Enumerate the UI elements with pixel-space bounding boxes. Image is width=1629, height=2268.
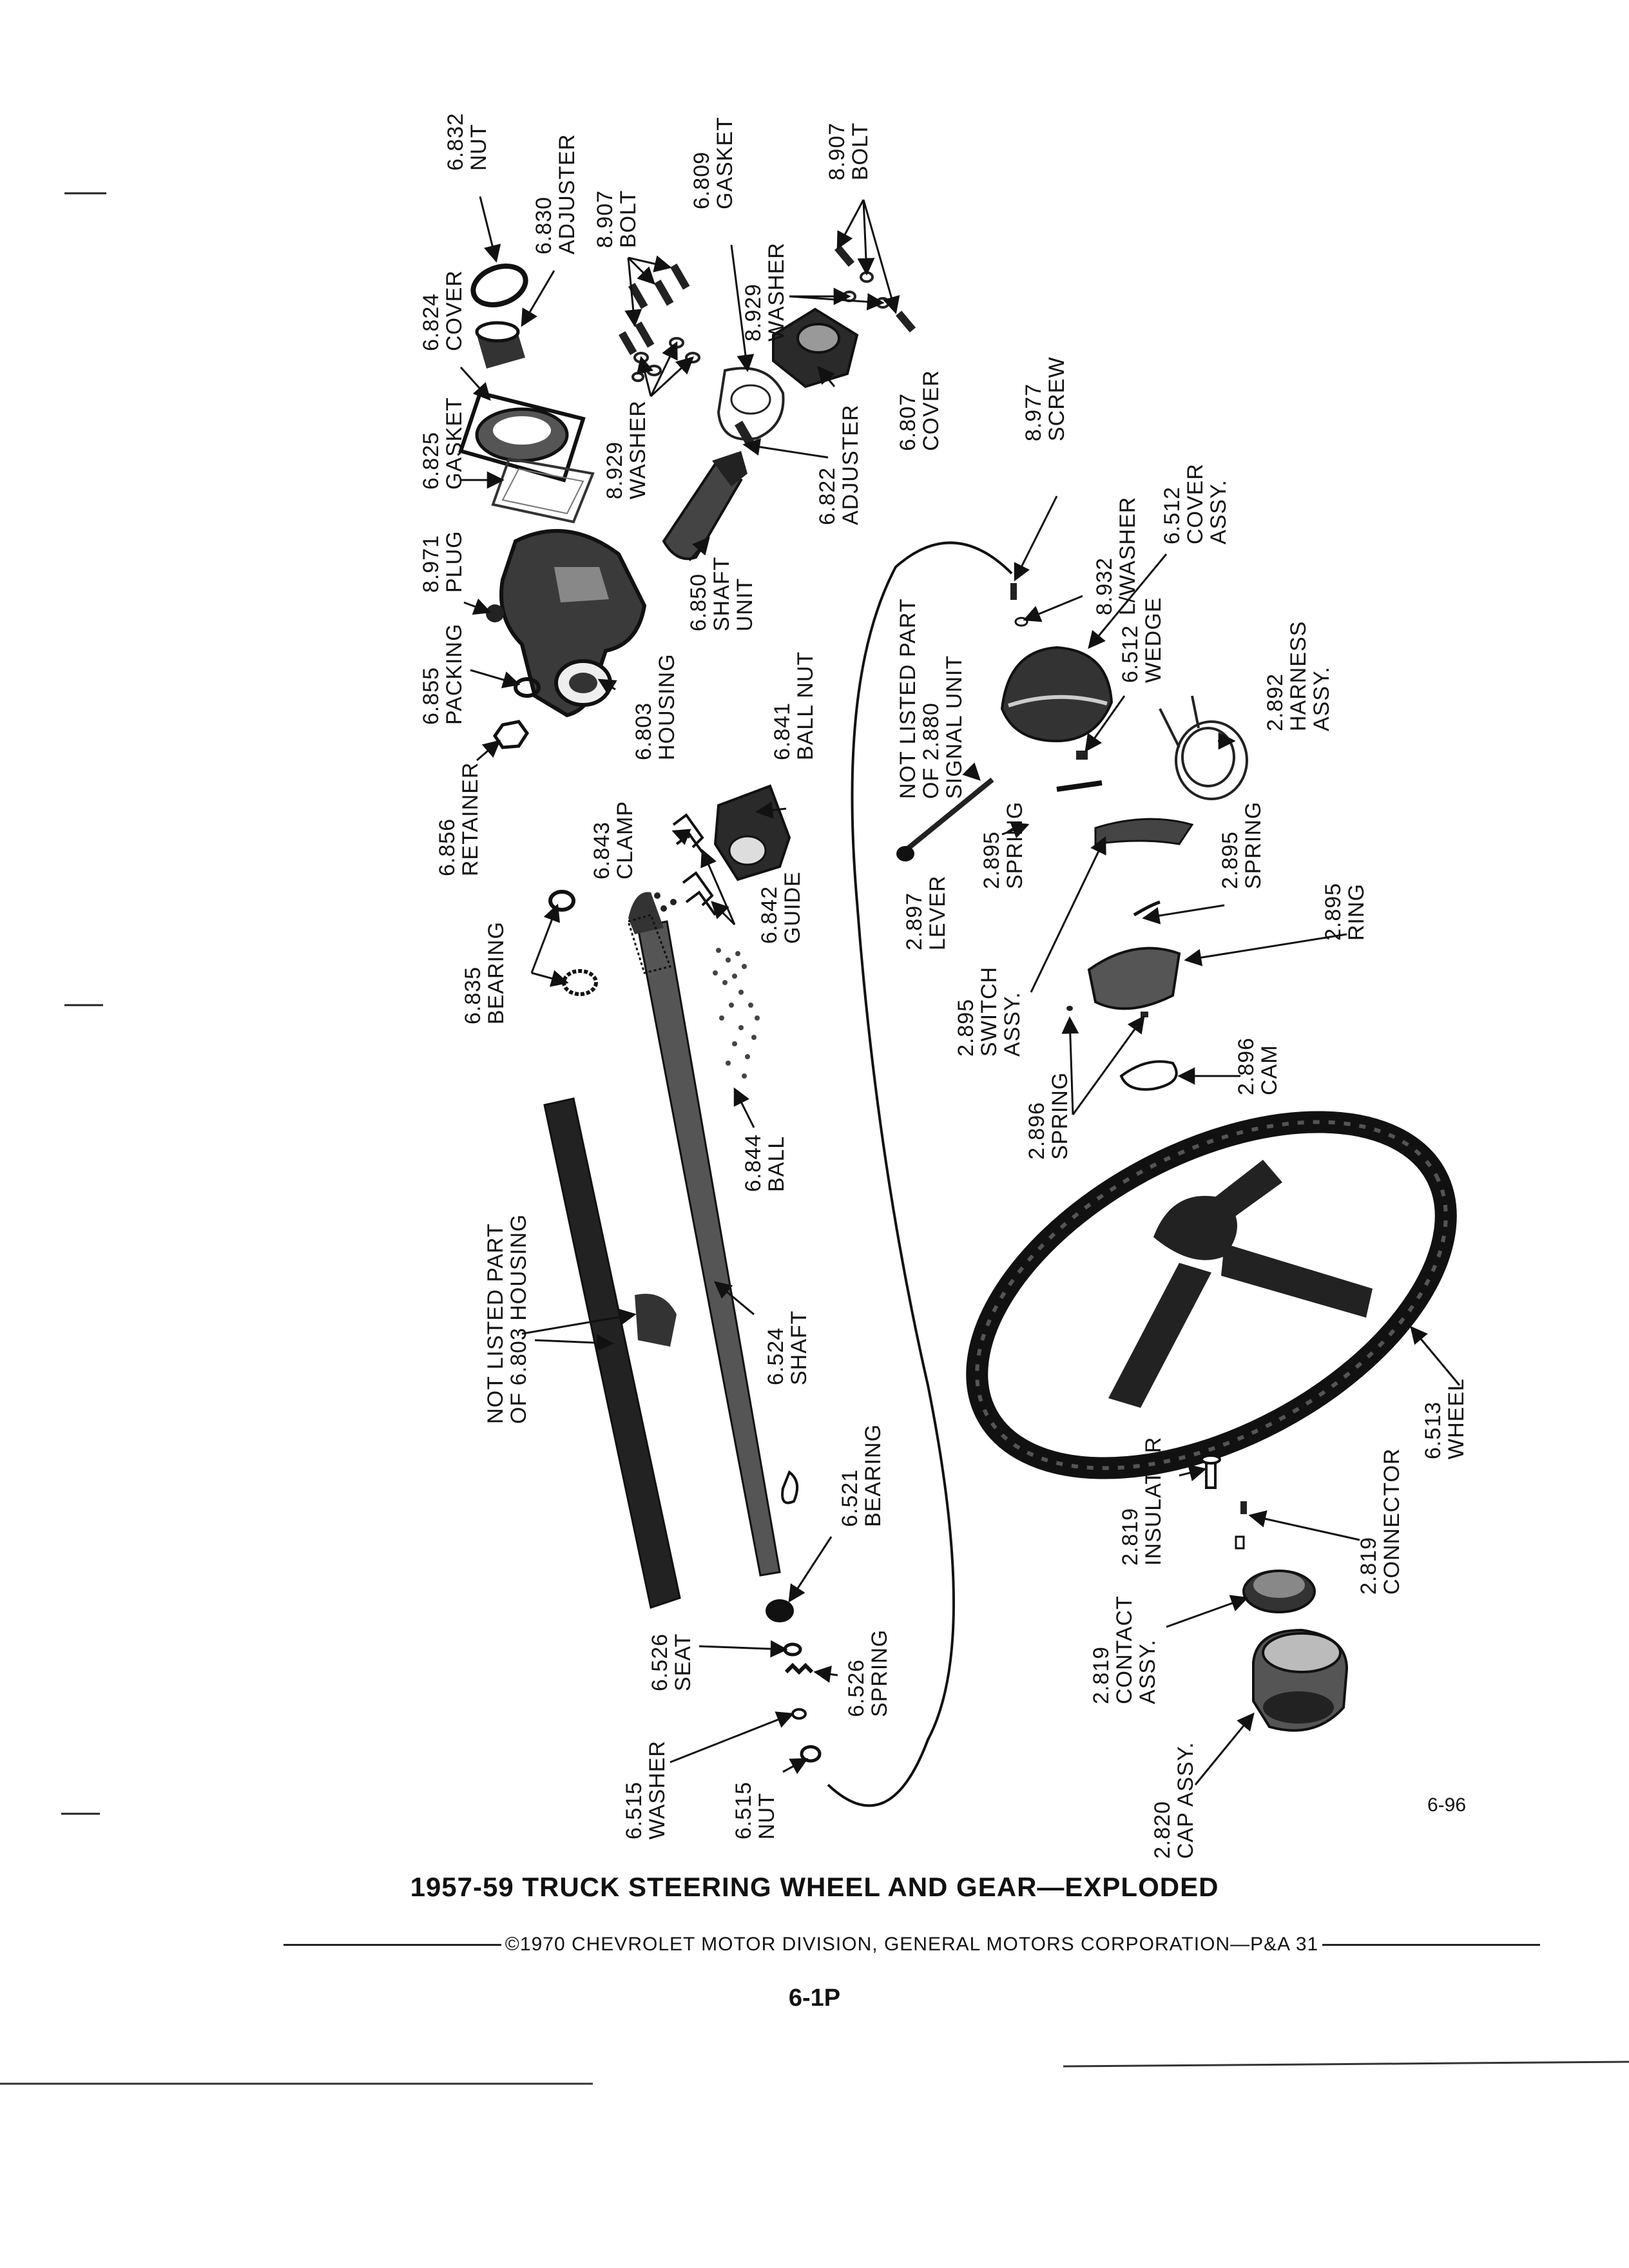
shaft-unit-6-850 [662,451,747,561]
part-label: NOT LISTED PARTOF 2.880SIGNAL UNIT [896,598,967,799]
shaft-6-524 [627,892,781,1577]
harness-assy-2-892 [1159,695,1248,800]
part-label: 6.856RETAINER [435,762,483,876]
spring-2-896 [1066,1006,1148,1017]
screw-8-977 [1010,583,1017,600]
part-label: 2.896SPRING [1025,1072,1072,1160]
nut-6-832 [470,264,528,307]
adjuster-6-830 [475,321,525,369]
figure-number: 6-96 [1427,1794,1467,1816]
part-label: 6.843CLAMP [590,801,637,879]
wedge-6-512 [1076,751,1088,760]
part-label: 2.820CAP ASSY. [1150,1742,1198,1859]
cap-assy-2-820 [1252,1628,1349,1732]
part-label: 6.830ADJUSTER [532,134,579,255]
part-label: 6.855PACKING [419,623,467,725]
part-label: 6.521BEARING [838,1424,885,1527]
part-label: 6.825GASKET [419,397,467,490]
part-label: 2.897LEVER [902,876,950,951]
plug-8-971 [486,604,504,622]
ball-nut-6-841 [713,784,791,881]
cam-2-896 [1119,1060,1178,1091]
part-label: 8.907BOLT [825,122,872,180]
housing-6-803 [499,529,647,718]
spring-6-526 [784,1662,814,1675]
seat-6-526 [783,1642,802,1657]
balls-6-844 [713,948,760,1079]
part-label: 8.929WASHER [741,242,789,341]
rule-right [1322,1943,1540,1946]
part-label: 6.850SHAFTUNIT [686,557,757,631]
part-label: 8.929WASHER [602,400,650,499]
part-label: 8.977SCREW [1021,356,1069,441]
bolts-8-907-right [834,245,916,333]
cover-6-824 [458,390,586,483]
copyright-line: ©1970 CHEVROLET MOTOR DIVISION, GENERAL … [284,1932,1540,1957]
insulator-2-819 [1200,1454,1221,1489]
ring-2-895 [1087,900,1181,1010]
cover-assy-6-512 [1000,646,1113,743]
part-label: 6.844BALL [741,1134,789,1192]
part-label: 6.512COVERASSY. [1160,463,1231,544]
part-label: 6.512WEDGE [1118,597,1166,683]
leader-arrows [459,196,1461,1785]
rule-left [284,1943,501,1946]
part-label: 6.835BEARING [461,921,508,1024]
nut-6-515 [800,1745,822,1763]
part-label: 6.803HOUSING [631,653,679,760]
figure-title: 1957-59 TRUCK STEERING WHEEL AND GEAR—EX… [410,1872,1219,1902]
part-label: 6.515WASHER [622,1740,670,1840]
part-label: 2.895SPRING [979,802,1027,889]
contact-assy-2-819 [1242,1570,1316,1613]
part-label: 6.809GASKET [689,117,737,209]
part-label: 2.895RING [1321,883,1369,941]
spring-2-895-a [1056,780,1103,792]
part-labels: 6.832NUT 6.830ADJUSTER 6.824COVER 6.825G… [419,113,1469,1859]
part-label: 6.824COVER [419,270,467,351]
part-label: 2.892HARNESSASSY. [1263,621,1334,731]
part-label: 6.515NUT [731,1782,779,1840]
adjuster-6-822 [735,421,756,448]
part-label: 2.896CAM [1234,1037,1282,1095]
connector-2-819 [1235,1501,1247,1550]
bottom-rule-right [1063,2061,1629,2068]
part-label: 6.832NUT [443,113,491,171]
part-label: 6.524SHAFT [764,1311,811,1385]
part-label: 2.819CONNECTOR [1356,1448,1404,1595]
part-label: 6.807COVER [896,370,943,451]
copyright-text: ©1970 CHEVROLET MOTOR DIVISION, GENERAL … [505,1934,1319,1955]
washer-6-515 [791,1708,807,1720]
part-label: 2.819CONTACTASSY. [1089,1595,1160,1704]
tube-not-listed-6-803 [543,1097,681,1609]
bolts-8-907-left [618,263,690,356]
part-label: 6.842GUIDE [757,871,805,944]
signal-wire [827,541,1013,1807]
part-label: 6.513WHEEL [1421,1378,1469,1459]
part-label: 6.841BALL NUT [770,651,818,760]
gasket-6-809 [717,367,785,441]
switch-assy-2-895 [1094,818,1194,845]
lever-2-897 [896,777,994,861]
part-label: 8.971PLUG [419,530,467,593]
part-label: 6.526SEAT [648,1633,695,1691]
cover-6-807 [772,307,859,389]
part-label: 2.895SPRING [1218,802,1266,889]
margin-marks [61,192,106,1815]
bearing-6-521 [766,1470,799,1622]
part-label: 2.895SWITCHASSY. [954,966,1025,1057]
wheel-6-513 [966,1111,1457,1479]
part-label: 2.819INSULATOR [1118,1437,1166,1566]
part-label: 6.822ADJUSTER [815,405,863,525]
part-label: 8.932L/WASHER [1092,497,1140,615]
retainer-6-856 [492,720,530,749]
part-label: 8.907BOLT [593,190,641,248]
page-number: 6-1P [788,1984,841,2012]
part-label: NOT LISTED PARTOF 6.803 HOUSING [483,1214,531,1424]
part-label: 6.526SPRING [844,1629,892,1717]
gasket-6-825 [491,457,595,524]
